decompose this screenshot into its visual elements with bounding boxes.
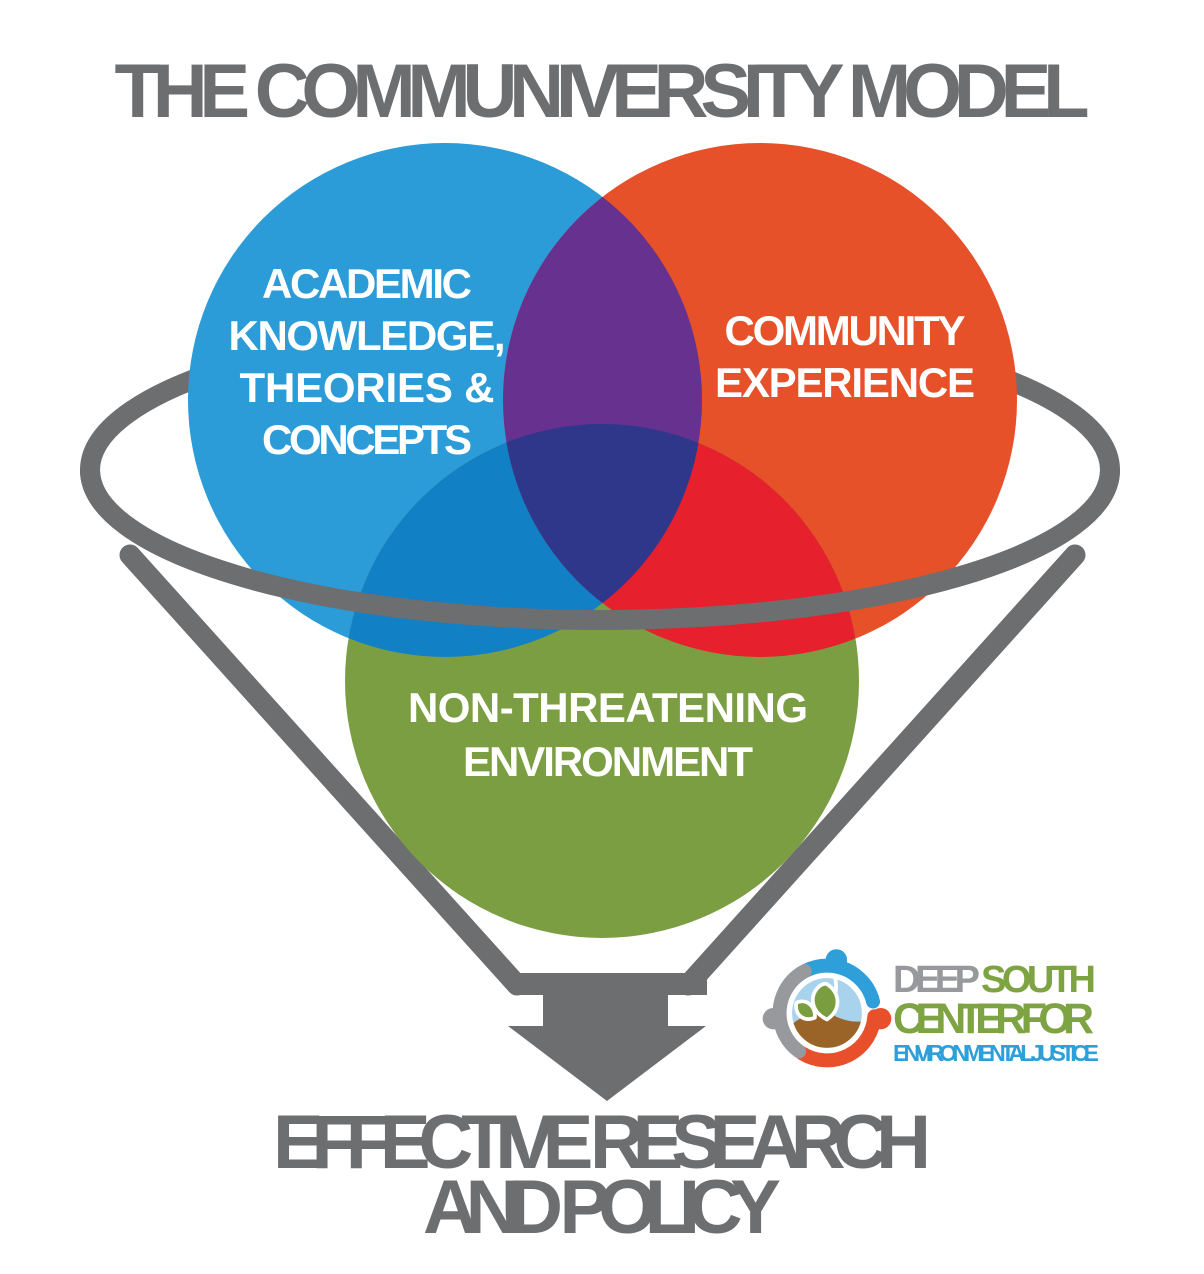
logo-line-environmental-justice: ENVIRONMENTAL JUSTICE xyxy=(893,1040,1099,1066)
outcome-line-1: EFFECTIVE RESEARCH xyxy=(273,1100,931,1185)
overlap-triple-group xyxy=(503,424,702,657)
funnel-spout-bar xyxy=(518,973,707,995)
academic-label-line-1: ACADEMIC xyxy=(262,260,472,307)
logo-arc-orange xyxy=(794,1009,882,1068)
logo-arc-gray xyxy=(772,964,812,1059)
logo-person-head-orange xyxy=(869,1007,892,1030)
community-label-line-2: EXPERIENCE xyxy=(715,359,975,406)
deep-south-logo-mark xyxy=(762,949,892,1068)
logo-word-deep: DEEP xyxy=(893,959,980,1001)
venn-label-community: COMMUNITY EXPERIENCE xyxy=(715,307,975,406)
outcome-line-2: AND POLICY xyxy=(423,1165,781,1250)
funnel-arrow-head xyxy=(508,1026,706,1101)
logo-ring xyxy=(787,973,867,1053)
funnel-wall-left xyxy=(119,544,528,996)
environment-label-line-2: ENVIRONMENT xyxy=(463,738,753,785)
logo-line-center-for: CENTER FOR xyxy=(893,995,1094,1043)
community-label-line-1: COMMUNITY xyxy=(725,307,966,354)
page-title: THE COMMUNIVERSITY MODEL xyxy=(115,49,1090,134)
funnel-wall-right xyxy=(677,544,1086,996)
venn-label-environment: NON-THREATENING ENVIRONMENT xyxy=(408,684,808,785)
academic-label-line-2: KNOWLEDGE, xyxy=(229,312,506,359)
academic-label-line-3: THEORIES & xyxy=(240,364,495,411)
logo-word-south: SOUTH xyxy=(981,959,1096,1001)
venn-label-academic: ACADEMIC KNOWLEDGE, THEORIES & CONCEPTS xyxy=(229,260,506,463)
funnel-arrow-stem xyxy=(543,993,668,1027)
outcome-caption: EFFECTIVE RESEARCH AND POLICY xyxy=(273,1100,931,1250)
logo-leaf-large xyxy=(810,981,840,1022)
environment-label-line-1: NON-THREATENING xyxy=(408,684,808,731)
academic-label-line-4: CONCEPTS xyxy=(262,416,472,463)
logo-leaf-small xyxy=(794,999,817,1021)
overlap-triple xyxy=(503,424,702,657)
funnel-rim-front xyxy=(80,469,1120,630)
deep-south-logo-text: DEEP SOUTH CENTER FOR ENVIRONMENTAL JUST… xyxy=(893,959,1099,1066)
logo-person-head-gray xyxy=(762,1007,785,1030)
logo-person-head-blue xyxy=(825,949,848,971)
